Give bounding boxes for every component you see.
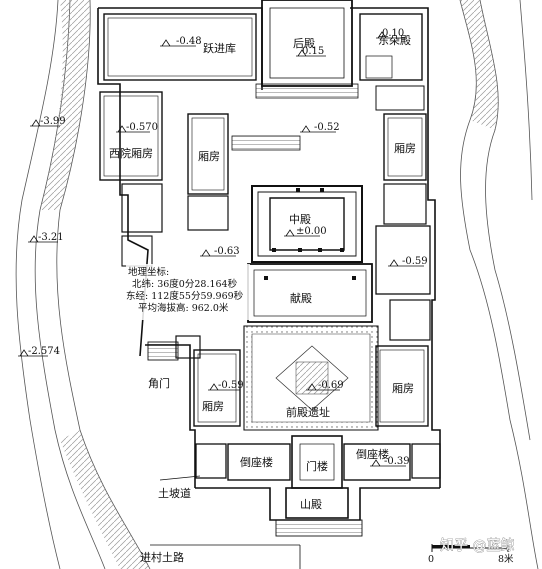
label-xiangfang-w: 厢房	[198, 150, 220, 163]
level-zhongdian: ±0.00	[296, 226, 327, 237]
room-east-mid-2	[389, 299, 431, 341]
label-qiandian-yizhi: 前殿遗址	[286, 405, 330, 419]
room-xiyuan-xiangfang	[99, 91, 163, 181]
level-markers: -0.48 0.15 0.10 -0.570 -0.52 ±0.00 -0.63…	[18, 28, 428, 467]
label-daozuolou-w: 倒座楼	[240, 455, 273, 469]
scale-end: 8米	[498, 553, 514, 565]
room-zhongdian	[251, 185, 363, 263]
room-xiangfang-se	[375, 345, 429, 427]
geo-lat: 北纬: 36度0分28.164秒	[132, 278, 238, 290]
label-xiangfang-sw: 厢房	[202, 400, 224, 413]
level-yuejinku: -0.48	[176, 36, 202, 47]
room-dongduodian	[359, 13, 423, 81]
room-xiangfang-e	[383, 113, 427, 225]
terrain-hatching	[40, 0, 499, 569]
label-xiyuan-xiangfang: 西院厢房	[109, 146, 153, 160]
label-dongduodian: 东朵殿	[378, 34, 411, 47]
label-jiaomen: 角门	[148, 376, 170, 390]
level-houdian: 0.15	[302, 46, 324, 57]
scale-bar: 0 8米	[428, 544, 514, 565]
room-qiandian-yizhi	[243, 325, 379, 431]
level-qiandian: -0.69	[318, 380, 344, 391]
level-xiangfang-sw: -0.59	[218, 380, 244, 391]
level-court-w: -0.63	[214, 246, 240, 257]
label-xiangfang-se: 厢房	[392, 382, 414, 395]
geo-alt: 平均海拔高: 962.0米	[138, 302, 229, 314]
label-zhongdian: 中殿	[289, 213, 311, 226]
room-xiangfang-sw	[193, 349, 241, 427]
label-xiangfang-e: 厢房	[394, 142, 416, 155]
level-court-n: -0.52	[314, 122, 340, 133]
level-east: -0.59	[402, 256, 428, 267]
level-terrain-1: -3.99	[40, 116, 66, 127]
label-daozuolou-e: 倒座楼	[356, 447, 389, 461]
geo-title: 地理坐标:	[128, 266, 169, 278]
room-xiangfang-w	[187, 113, 229, 231]
stair-connector	[231, 135, 301, 151]
room-labels: 跃进库 后殿 东朵殿 西院厢房 厢房 厢房 中殿 献殿 角门 厢房 前殿遗址 厢…	[109, 34, 416, 511]
scale-zero: 0	[428, 554, 434, 565]
label-houdian: 后殿	[293, 37, 315, 50]
label-xiandian: 献殿	[290, 291, 312, 305]
room-west-small	[121, 183, 163, 233]
level-terrain-3: -2.574	[28, 346, 60, 357]
room-daozuolou-w	[195, 443, 291, 481]
room-shandian	[275, 487, 363, 537]
level-daozuolou-e: -0.39	[384, 456, 410, 467]
road-tupodao: 土坡道	[158, 486, 191, 500]
label-menlou: 门楼	[306, 459, 328, 473]
room-daozuolou-e	[343, 443, 441, 481]
level-terrain-2: -3.21	[38, 232, 64, 243]
road-jincun: 进村土路	[140, 550, 184, 564]
level-xiyuan: -0.570	[126, 122, 158, 133]
room-east-strip	[375, 85, 425, 111]
geo-lon: 东经: 112度55分59.969秒	[126, 290, 244, 302]
label-yuejinku: 跃进库	[203, 41, 236, 55]
room-east-mid	[375, 225, 431, 295]
label-shandian: 山殿	[300, 498, 322, 511]
geo-coordinates: 地理坐标: 北纬: 36度0分28.164秒 东经: 112度55分59.969…	[126, 264, 250, 320]
room-houdian	[255, 0, 359, 99]
room-yuejinku	[103, 13, 257, 81]
level-dongduodian: 0.10	[382, 28, 404, 39]
roads: 土坡道 进村土路	[140, 475, 301, 569]
gate-jiaomen	[147, 335, 201, 361]
watermark: 知乎 @蓝鲸	[440, 537, 514, 554]
